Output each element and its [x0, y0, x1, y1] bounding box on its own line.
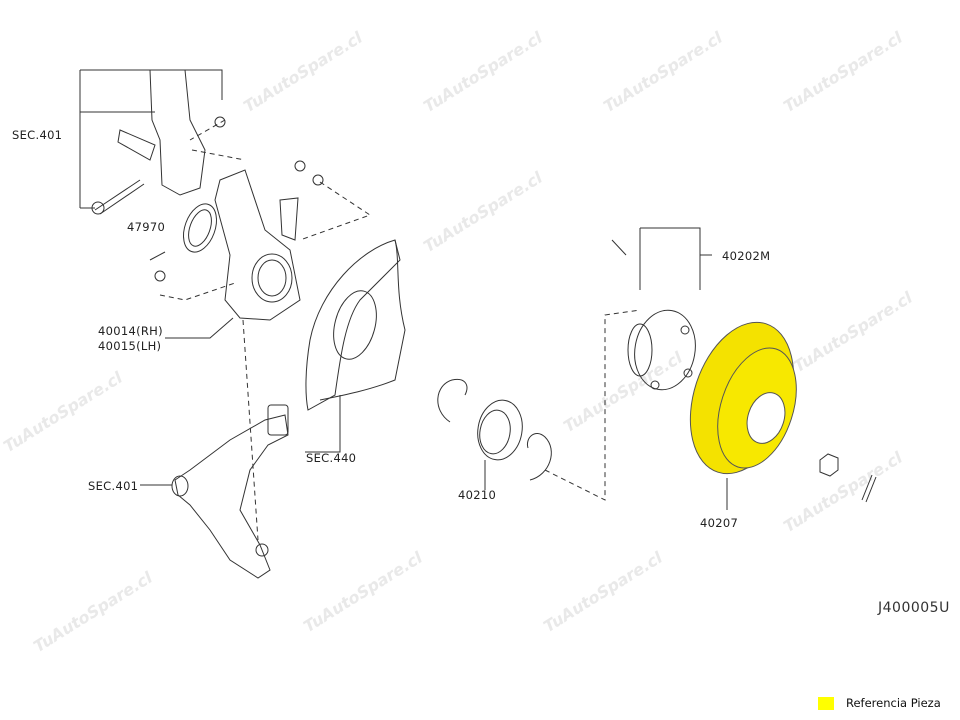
wheel-hub [611, 227, 712, 391]
label-47970: 47970 [127, 220, 166, 234]
bearing-and-snap-rings [437, 309, 641, 501]
label-sec-440: SEC.440 [306, 451, 357, 465]
steering-knuckle [149, 119, 372, 541]
label-sec-401-bottom: SEC.401 [88, 479, 139, 493]
label-40015: 40015(LH) [98, 339, 162, 353]
label-40207: 40207 [700, 516, 739, 530]
nut-and-cotter-pin [819, 453, 877, 503]
label-40210: 40210 [458, 488, 497, 502]
label-sec-401-top: SEC.401 [12, 128, 63, 142]
diagram-code: J400005U [878, 600, 950, 616]
strut-assembly [79, 69, 226, 215]
lower-control-arm [140, 404, 289, 579]
label-40202m: 40202M [722, 249, 771, 263]
legend-swatch [818, 696, 834, 710]
label-40014: 40014(RH) [98, 324, 163, 338]
legend-label: Referencia Pieza [846, 696, 941, 710]
brake-rotor-highlighted [689, 321, 797, 510]
dust-shield [305, 239, 406, 453]
legend: Referencia Pieza [818, 696, 941, 710]
